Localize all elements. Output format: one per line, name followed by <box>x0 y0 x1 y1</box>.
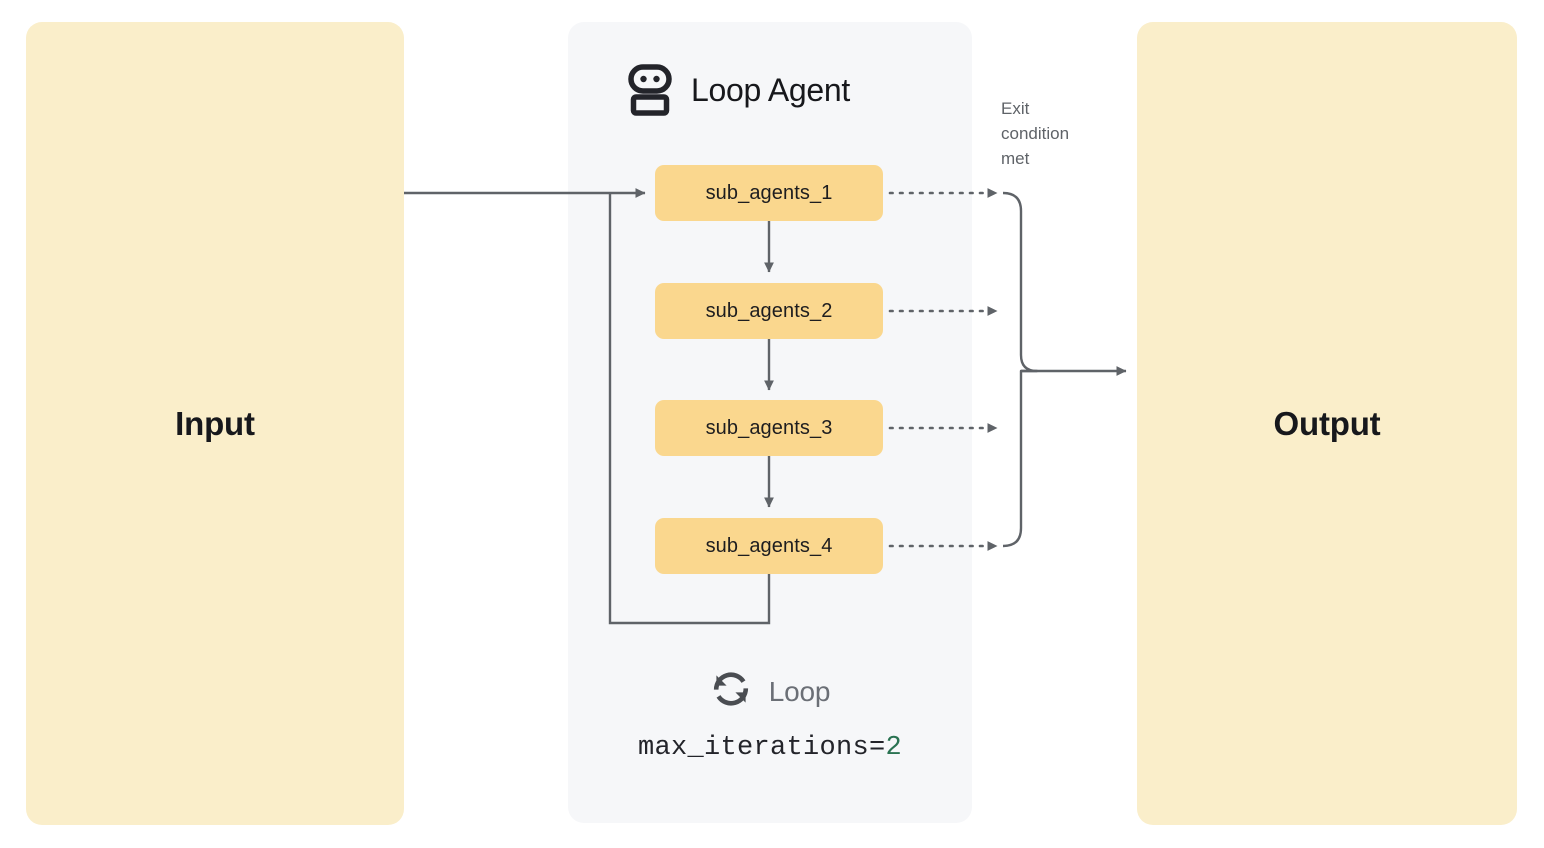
input-label: Input <box>175 404 255 442</box>
sub-agent-label: sub_agents_3 <box>705 416 833 439</box>
max-iterations-name: max_iterations= <box>637 733 886 763</box>
exit-condition-note: Exit condition met <box>1001 99 1070 168</box>
sub-agent-node[interactable]: sub_agents_3 <box>655 400 883 456</box>
loop-footer: Loop max_iterations=2 <box>568 668 972 763</box>
sub-agent-node[interactable]: sub_agents_2 <box>655 283 883 339</box>
loop-label: Loop <box>768 675 831 707</box>
robot-icon <box>628 64 672 116</box>
sub-agent-label: sub_agents_2 <box>705 299 833 322</box>
loop-agent-title: Loop Agent <box>691 72 850 108</box>
max-iterations-value: 2 <box>885 733 903 763</box>
input-panel: Input <box>26 22 404 825</box>
collector-spine <box>1002 191 1039 548</box>
max-iterations-expression: max_iterations=2 <box>568 733 972 763</box>
sub-agent-node[interactable]: sub_agents_1 <box>655 165 883 221</box>
sub-agent-label: sub_agents_1 <box>705 181 833 204</box>
loop-icon <box>710 668 752 715</box>
sub-agent-label: sub_agents_4 <box>705 534 833 557</box>
output-panel: Output <box>1137 22 1517 825</box>
output-label: Output <box>1273 404 1381 442</box>
loop-row: Loop <box>568 668 972 715</box>
loop-agent-header: Loop Agent <box>628 64 850 116</box>
sub-agent-node[interactable]: sub_agents_4 <box>655 518 883 574</box>
